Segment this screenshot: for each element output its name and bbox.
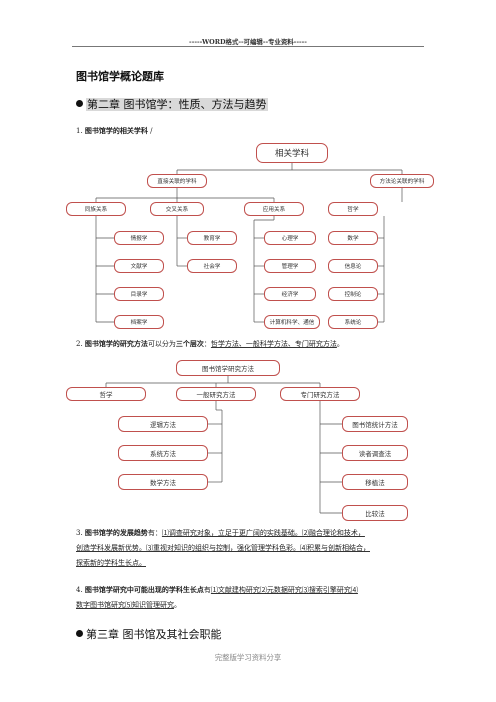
method-node: 图书馆统计方法 bbox=[342, 416, 408, 432]
question-1-label: 图书馆学的相关学科 bbox=[84, 127, 148, 135]
method-node: 比较法 bbox=[342, 505, 408, 521]
discipline-node: 社会学 bbox=[187, 259, 237, 273]
discipline-node: 信息论 bbox=[328, 259, 378, 273]
related-disciplines-root: 相关学科 bbox=[256, 143, 328, 163]
same-family-node: 同族关系 bbox=[66, 202, 126, 216]
discipline-node: 情报学 bbox=[114, 231, 164, 245]
chapter-2-title: 第二章 图书馆学：性质、方法与趋势 bbox=[86, 98, 268, 111]
discipline-node: 目录学 bbox=[114, 287, 164, 301]
chapter-3-heading: 第三章 图书馆及其社会职能 bbox=[76, 626, 222, 642]
method-node: 数学方法 bbox=[118, 474, 208, 490]
discipline-node: 数学 bbox=[328, 231, 378, 245]
discipline-node: 控制论 bbox=[328, 287, 378, 301]
discipline-node: 文献学 bbox=[114, 259, 164, 273]
question-2-answer: 哲学方法、一般科学方法、专门研究方法 bbox=[210, 340, 337, 348]
question-3-line-1: ⑴调查研究对象，立足于更广阔的实践基础。⑵融合理论和技术， bbox=[161, 529, 365, 537]
discipline-node: 管理学 bbox=[264, 259, 316, 273]
directly-related-node: 直接关联的学科 bbox=[147, 174, 207, 188]
general-method-node: 一般研究方法 bbox=[176, 387, 256, 401]
question-4-line-2: 数字图书馆研究⑸知识管理研究 bbox=[76, 601, 174, 609]
methodology-related-node: 方法论关联的学科 bbox=[370, 174, 434, 188]
discipline-node: 心理学 bbox=[264, 231, 316, 245]
discipline-node: 经济学 bbox=[264, 287, 316, 301]
bullet-icon bbox=[76, 100, 83, 107]
question-2-number: 2. bbox=[76, 340, 83, 348]
question-3-lead: 有： bbox=[147, 529, 162, 537]
question-2-text: 可以分为 bbox=[147, 340, 176, 348]
question-4-lead: 有 bbox=[203, 586, 211, 594]
header-rule bbox=[72, 46, 424, 47]
question-2-colon: ： bbox=[203, 340, 211, 348]
page-header: -----WORD格式--可编辑--专业资料----- bbox=[189, 38, 307, 46]
page-footer: 完整版学习资料分享 bbox=[214, 653, 282, 662]
discipline-node: 档案学 bbox=[114, 315, 164, 329]
question-4-number: 4. bbox=[76, 586, 83, 594]
special-method-node: 专门研究方法 bbox=[280, 387, 360, 401]
question-2-levels: 三个层次 bbox=[175, 340, 204, 348]
question-3-line-2: 创造学科发展新优势。⑶重视对知识的组织与控制，强化管理学科色彩。⑷积累与创新相结… bbox=[76, 544, 370, 552]
question-2-end: 。 bbox=[336, 340, 344, 348]
question-3-number: 3. bbox=[76, 529, 83, 537]
discipline-node: 计算机科学、通信 bbox=[264, 315, 320, 329]
question-4-line-1: ⑴文献建构研究⑵元数据研究⑶搜索引擎研究⑷ bbox=[210, 586, 358, 594]
question-3: 3. 图书馆学的发展趋势有：⑴调查研究对象，立足于更广阔的实践基础。⑵融合理论和… bbox=[76, 526, 424, 571]
question-1-number: 1. bbox=[76, 127, 83, 135]
research-methods-root: 图书馆学研究方法 bbox=[176, 360, 280, 376]
philosophy-node: 哲学 bbox=[328, 202, 378, 216]
method-node: 逻辑方法 bbox=[118, 416, 208, 432]
method-node: 移植法 bbox=[342, 474, 408, 490]
application-relation-node: 应用关系 bbox=[244, 202, 304, 216]
question-4-label: 图书馆学研究中可能出现的学科生长点 bbox=[84, 586, 204, 594]
question-4: 4. 图书馆学研究中可能出现的学科生长点有⑴文献建构研究⑵元数据研究⑶搜索引擎研… bbox=[76, 583, 424, 613]
question-2: 2. 图书馆学的研究方法可以分为三个层次：哲学方法、一般科学方法、专门研究方法。 bbox=[76, 339, 344, 349]
question-3-label: 图书馆学的发展趋势 bbox=[84, 529, 148, 537]
document-title: 图书馆学概论题库 bbox=[76, 70, 164, 83]
philosophy-method-node: 哲学 bbox=[66, 387, 146, 401]
cross-relation-node: 交叉关系 bbox=[150, 202, 204, 216]
question-4-end: 。 bbox=[174, 601, 181, 609]
question-1: 1. 图书馆学的相关学科 / bbox=[76, 126, 153, 136]
question-1-tail: / bbox=[150, 127, 153, 135]
discipline-node: 系统论 bbox=[328, 315, 378, 329]
bullet-icon bbox=[76, 630, 83, 637]
discipline-node: 教育学 bbox=[187, 231, 237, 245]
question-2-label: 图书馆学的研究方法 bbox=[84, 340, 148, 348]
chapter-2-heading: 第二章 图书馆学：性质、方法与趋势 bbox=[76, 96, 268, 112]
method-node: 系统方法 bbox=[118, 445, 208, 461]
chapter-3-title: 第三章 图书馆及其社会职能 bbox=[86, 628, 222, 641]
method-node: 读者调查法 bbox=[342, 445, 408, 461]
question-3-line-3: 探索新的学科生长点。 bbox=[76, 559, 146, 567]
